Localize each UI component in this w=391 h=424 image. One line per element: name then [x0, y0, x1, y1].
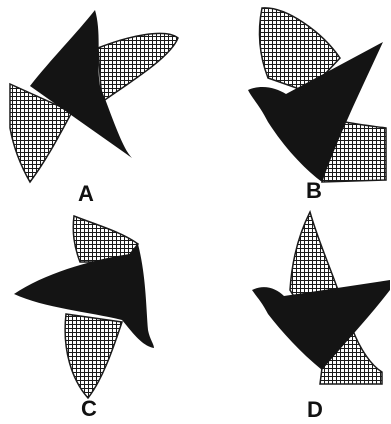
option-label-a: A: [71, 183, 101, 205]
shape-option-d[interactable]: [252, 212, 390, 384]
solid-body: [252, 280, 390, 370]
option-label-c: C: [74, 398, 104, 420]
shape-option-b[interactable]: [248, 8, 386, 182]
option-label-b: B: [299, 180, 329, 202]
hatched-wing: [65, 314, 122, 398]
option-label-d: D: [300, 399, 330, 421]
shape-option-c[interactable]: [14, 216, 154, 398]
hatched-wing: [98, 33, 178, 102]
shape-option-a[interactable]: [10, 10, 178, 182]
